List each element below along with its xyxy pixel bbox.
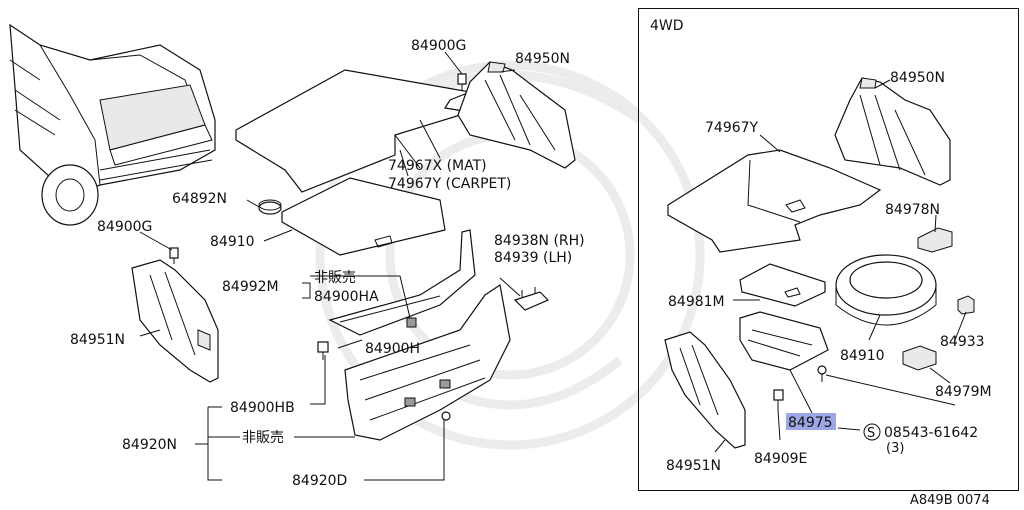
part-84992m-finisher [328, 229, 476, 336]
screw-symbol-circle [863, 423, 881, 441]
screw-08543-61642 [817, 365, 827, 382]
part-84910-board-left [281, 177, 446, 256]
label-84992m: 84992M [222, 279, 279, 295]
label-84900h: 84900H [365, 341, 420, 357]
label-84950n-right: 84950N [890, 70, 945, 86]
label-84920d: 84920D [292, 473, 347, 489]
vehicle-rear-illustration [9, 23, 216, 226]
label-84951n-right: 84951N [666, 458, 721, 474]
label-84910-left: 84910 [210, 234, 255, 250]
label-84978n: 84978N [885, 202, 940, 218]
part-84938n-bracket [513, 287, 550, 311]
part-84900g-clip-left [169, 247, 179, 264]
inset-frame-4wd [638, 8, 1019, 491]
part-84920n-rear-panel [344, 283, 511, 441]
part-84950n-trim-right [834, 77, 951, 186]
label-64892n: 64892N [172, 191, 227, 207]
label-hanbai-2: 非販売 [242, 430, 284, 446]
part-84900g-clip-top [457, 73, 467, 90]
part-84951n-trim-left [131, 259, 219, 383]
part-84951n-trim-right [664, 331, 746, 449]
part-74967x-mat [235, 69, 473, 193]
label-screw-qty: (3) [886, 441, 904, 456]
label-84900ha: 84900HA [314, 289, 379, 305]
label-74967y-right: 74967Y [705, 120, 759, 136]
label-84938n: 84938N (RH) [494, 233, 585, 249]
label-84920n: 84920N [122, 437, 177, 453]
label-74967x: 74967X (MAT) [388, 158, 487, 174]
inset-title: 4WD [650, 18, 684, 34]
label-84900g-top: 84900G [411, 38, 466, 54]
part-74967y-carpet-right [667, 149, 882, 253]
label-84981m: 84981M [668, 294, 725, 310]
part-64892n-plug [258, 199, 282, 215]
label-84939: 84939 (LH) [494, 250, 572, 266]
part-84981m-cover [739, 263, 826, 307]
label-84979m: 84979M [935, 384, 992, 400]
part-84910-ring-right [835, 254, 937, 326]
label-84933: 84933 [940, 334, 985, 350]
label-screw-symbol: S [867, 426, 875, 441]
label-08543-61642: 08543-61642 [884, 425, 978, 441]
label-84910-right: 84910 [840, 348, 885, 364]
part-84933-block [957, 295, 975, 315]
label-hanbai-1: 非販売 [314, 270, 356, 286]
label-84975[interactable]: 84975 [788, 415, 833, 431]
part-84900h-clip [317, 341, 329, 360]
part-84978n-block [917, 227, 953, 253]
label-84900hb: 84900HB [230, 400, 295, 416]
part-84909e-clip [773, 389, 784, 410]
part-84975-tray [739, 311, 829, 371]
label-84909e: 84909E [754, 451, 807, 467]
leader-lines [139, 51, 967, 481]
part-84979m-block [902, 345, 937, 371]
footer-code: A849B 0074 [910, 493, 990, 508]
label-84900g-left: 84900G [97, 219, 152, 235]
highlight-84975 [786, 413, 836, 430]
label-84950n-left: 84950N [515, 51, 570, 67]
label-84951n-left: 84951N [70, 332, 125, 348]
part-labels: 84900G 84950N 74967X (MAT) 74967Y (CARPE… [70, 38, 992, 489]
label-74967y-carpet: 74967Y (CARPET) [388, 176, 511, 192]
